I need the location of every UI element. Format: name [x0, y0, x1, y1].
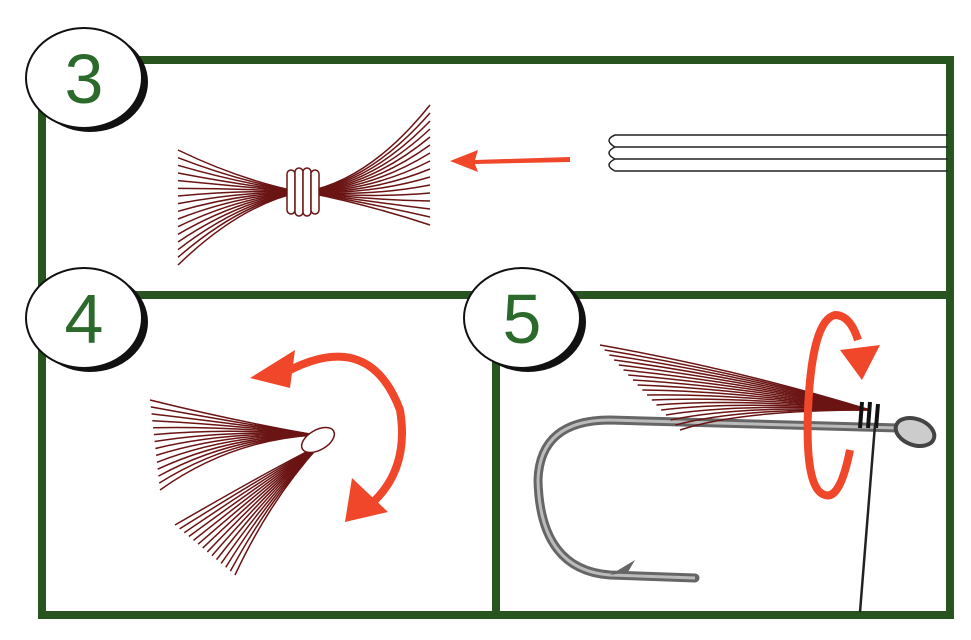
folded-fiber-bundle [149, 399, 321, 576]
rotation-arrow-icon [803, 310, 862, 500]
curved-arrow-icon [288, 352, 406, 509]
hook-eye [893, 415, 937, 449]
fiber [177, 191, 301, 235]
fiber [229, 444, 321, 572]
thread-wraps [286, 167, 320, 217]
fiber [149, 399, 316, 436]
step-badge-4: 4 [25, 267, 148, 372]
fiber [159, 434, 316, 491]
panel-step-3 [177, 104, 948, 266]
fiber [679, 409, 871, 431]
fiber [304, 191, 431, 226]
step-badge-5: 5 [463, 267, 586, 372]
fiber [304, 152, 431, 193]
step-badge-3: 3 [25, 27, 148, 132]
fiber-strands [608, 134, 948, 172]
tied-in-fibers [599, 344, 871, 431]
step-number: 5 [503, 280, 542, 358]
panel-step-4 [149, 350, 406, 576]
fiber [234, 444, 321, 576]
step-number: 3 [65, 40, 104, 118]
step-number: 4 [65, 280, 104, 358]
panel-step-5 [533, 310, 937, 613]
thread-wraps [858, 401, 880, 429]
fiber [304, 112, 431, 193]
fiber [177, 191, 301, 266]
hook [533, 415, 905, 583]
arrow-left-icon [450, 150, 570, 172]
tying-thread [858, 424, 877, 613]
